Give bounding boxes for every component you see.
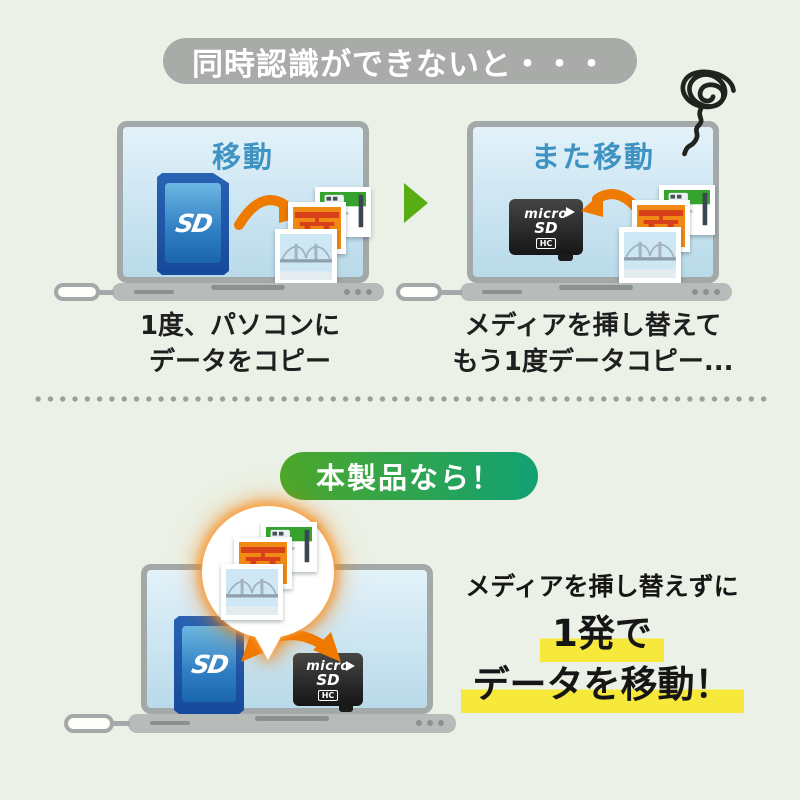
- left-move-label: 移動: [211, 140, 274, 174]
- solution-banner-label: 本製品なら！: [315, 461, 502, 495]
- microsd-triangle-icon: [346, 661, 355, 671]
- solution-laptop-screen: SD micro SD HC: [141, 564, 433, 714]
- sd-card: SD: [157, 173, 229, 275]
- next-step-triangle-icon: [404, 183, 428, 223]
- solution-laptop-cable: [110, 721, 130, 726]
- photo-bubble: [202, 506, 338, 664]
- right-caption-line1: メディアを挿し替えて: [464, 311, 722, 341]
- frustration-scribble-icon: [680, 69, 736, 157]
- left-caption: 1度、パソコンに データをコピー: [80, 308, 400, 380]
- scribble-tail: [682, 106, 704, 157]
- highlighted-text: 1発で: [540, 611, 664, 662]
- microsd-logo-micro: micro: [306, 659, 350, 674]
- left-laptop-base: [112, 283, 384, 301]
- left-caption-line1: 1度、パソコンに: [139, 311, 341, 341]
- laptop-base-ports: [344, 289, 372, 295]
- bridge-photo-image: [226, 569, 278, 615]
- laptop-base-slot: [134, 290, 174, 294]
- highlighted-text: データを移動！: [460, 662, 744, 713]
- solution-text-line3: データを移動！: [432, 662, 772, 713]
- right-laptop-base: [460, 283, 732, 301]
- sd-card-face: SD: [182, 626, 236, 702]
- sd-card-face: SD: [165, 183, 221, 263]
- photo-stack: [221, 522, 317, 620]
- laptop-hinge: [559, 285, 633, 290]
- sd-logo: SD: [173, 208, 213, 238]
- right-laptop-screen: また移動 micro SD HC: [467, 121, 719, 283]
- microsd-logo-micro: micro: [524, 206, 568, 222]
- laptop-base-ports: [416, 720, 444, 726]
- problem-banner-label: 同時認識ができないと・・・: [192, 46, 608, 83]
- microsd-card: micro SD HC: [293, 653, 363, 712]
- left-laptop-cable: [96, 290, 114, 295]
- photo-bridge: [619, 227, 681, 283]
- laptop-base-slot: [482, 290, 522, 294]
- left-laptop-plug: [54, 283, 100, 301]
- problem-banner: 同時認識ができないと・・・: [163, 38, 637, 84]
- microsd-logo-sd: SD: [534, 218, 558, 237]
- right-move-label: また移動: [530, 140, 655, 174]
- laptop-hinge: [255, 716, 329, 721]
- solution-text-line1: メディアを挿し替えずに: [465, 572, 739, 601]
- scribble-tangle: [680, 69, 736, 110]
- photo-stack: [619, 185, 715, 283]
- solution-text-line2: 1発で: [432, 611, 772, 662]
- right-caption-line2: もう1度データコピー...: [452, 347, 734, 377]
- solution-text: メディアを挿し替えずに 1発で データを移動！: [432, 572, 772, 713]
- right-laptop-plug: [396, 283, 442, 301]
- solution-laptop-plug: [64, 714, 114, 733]
- photo-bridge: [275, 229, 337, 285]
- sd-card: SD: [174, 616, 244, 714]
- laptop-base-ports: [692, 289, 720, 295]
- solution-banner: 本製品なら！: [280, 452, 538, 500]
- bridge-photo-image: [624, 232, 676, 278]
- photo-stack: [275, 187, 371, 285]
- right-laptop-cable: [438, 290, 462, 295]
- bridge-photo-image: [280, 234, 332, 280]
- dotted-divider: [32, 395, 768, 403]
- photo-bridge: [221, 564, 283, 620]
- left-laptop-screen: 移動 SD: [117, 121, 371, 285]
- microsd-triangle-icon: [566, 207, 575, 217]
- microsd-logo-sd: SD: [316, 671, 340, 689]
- left-caption-line2: データをコピー: [148, 347, 331, 377]
- microsd-card: micro SD HC: [509, 199, 583, 261]
- photo-bubble-tail: [253, 633, 283, 660]
- laptop-base-slot: [150, 721, 190, 725]
- right-caption: メディアを挿し替えて もう1度データコピー...: [418, 308, 768, 380]
- laptop-hinge: [211, 285, 285, 290]
- solution-laptop-base: [128, 714, 456, 733]
- microsd-logo-hc: HC: [535, 237, 557, 249]
- microsd-logo-hc: HC: [317, 690, 339, 701]
